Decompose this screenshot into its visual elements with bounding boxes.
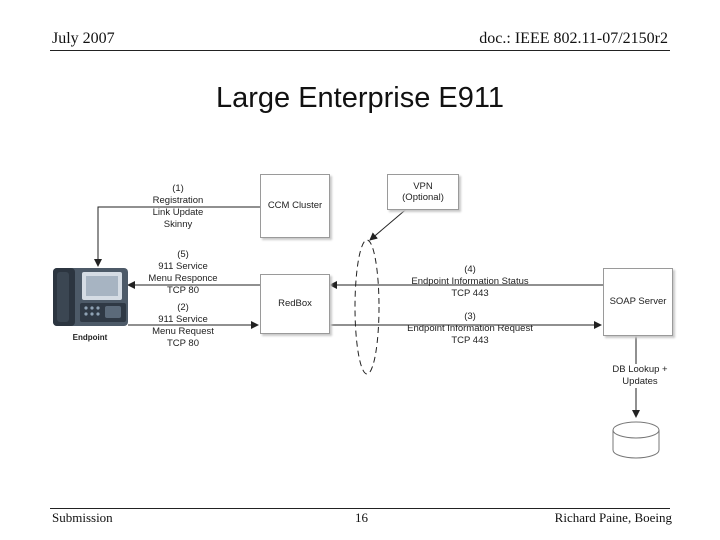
header-rule <box>50 50 670 51</box>
flow-2-label: (2) 911 Service Menu Request TCP 80 <box>140 302 226 350</box>
vpn-tunnel-ellipse <box>354 239 380 375</box>
flow-4-line: Endpoint Information Status <box>411 275 529 287</box>
ccm-cluster-box: CCM Cluster <box>260 174 330 238</box>
flow-1-line: Registration <box>152 194 204 206</box>
flow-3-line: Endpoint Information Request <box>407 322 533 334</box>
flow-1-label: (1) Registration Link Update Skinny <box>142 183 214 231</box>
flow-4-label: (4) Endpoint Information Status TCP 443 <box>395 264 545 300</box>
vpn-optional-label: (Optional) <box>402 192 444 203</box>
flow-2-line: Menu Request <box>152 325 214 337</box>
footer-submission: Submission <box>52 510 113 525</box>
arrow-registration <box>94 206 260 267</box>
soap-server-box: SOAP Server <box>603 268 673 336</box>
flow-1-line: (1) <box>172 183 184 194</box>
flow-3-label: (3) Endpoint Information Request TCP 443 <box>392 311 548 347</box>
header-date: July 2007 <box>52 30 115 47</box>
flow-3-line: (3) <box>464 311 476 322</box>
ip-phone-icon <box>53 268 128 326</box>
flow-5-line: TCP 80 <box>166 284 200 296</box>
database-icon <box>612 421 660 459</box>
flow-4-line: TCP 443 <box>451 287 489 299</box>
flow-2-line: (2) <box>177 302 189 313</box>
flow-2-line: TCP 80 <box>166 337 200 349</box>
flow-5-label: (5) 911 Service Menu Responce TCP 80 <box>140 249 226 297</box>
flow-5-line: (5) <box>177 249 189 260</box>
footer-author: Richard Paine, Boeing <box>554 510 672 525</box>
flow-4-line: (4) <box>464 264 476 275</box>
footer-rule <box>50 508 670 509</box>
flow-5-line: 911 Service <box>158 260 208 272</box>
redbox-box: RedBox <box>260 274 330 334</box>
flow-3-line: TCP 443 <box>451 334 489 346</box>
arrow-vpn <box>369 205 411 241</box>
flow-2-line: 911 Service <box>158 313 208 325</box>
db-lookup-line: DB Lookup + <box>612 364 668 375</box>
flow-5-line: Menu Responce <box>148 272 218 284</box>
slide-title: Large Enterprise E911 <box>215 82 505 114</box>
vpn-label: VPN <box>413 180 433 192</box>
db-lookup-line: Updates <box>622 375 658 387</box>
endpoint-label: Endpoint <box>72 333 108 342</box>
footer-page-number: 16 <box>355 510 368 525</box>
header-doc-id: doc.: IEEE 802.11-07/2150r2 <box>479 30 668 47</box>
flow-1-line: Skinny <box>163 218 193 230</box>
flow-1-line: Link Update <box>152 206 204 218</box>
db-lookup-label: DB Lookup + Updates <box>604 364 676 388</box>
vpn-box: VPN (Optional) <box>387 174 459 210</box>
